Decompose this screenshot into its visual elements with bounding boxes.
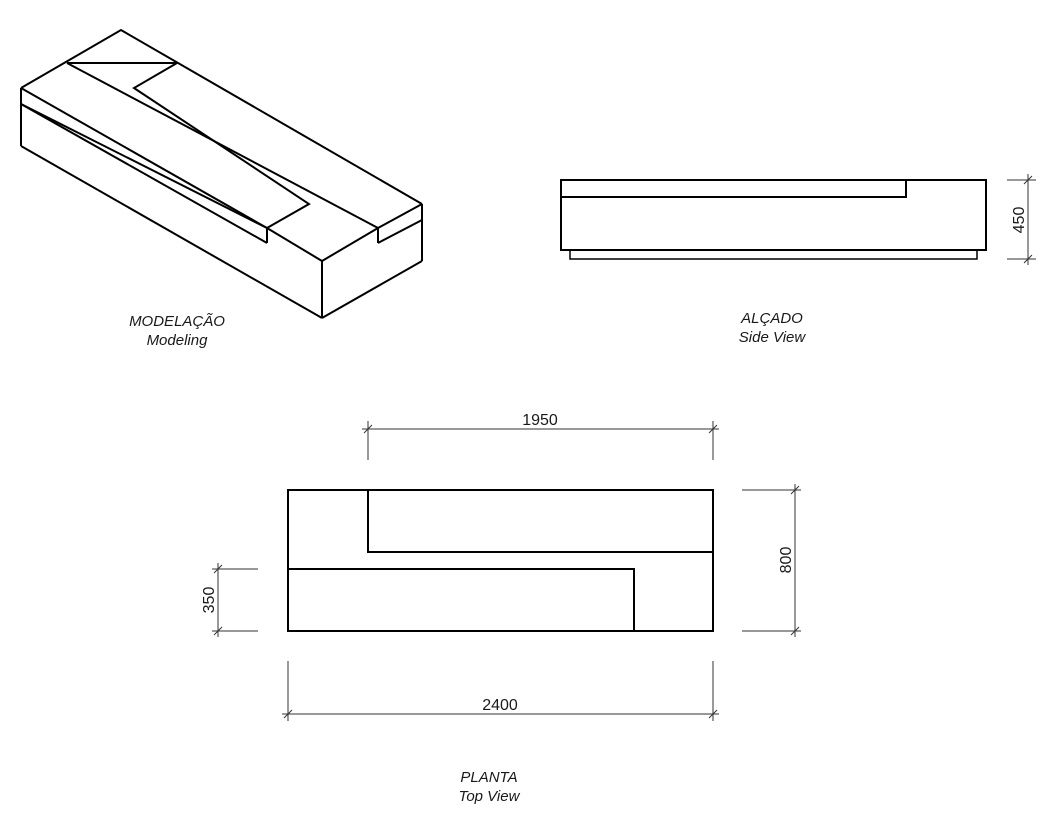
side-height-dimension [1007,174,1036,265]
modeling-title: MODELAÇÃO [129,313,225,330]
top-view-subtitle: Top View [458,788,520,805]
modeling-caption: MODELAÇÃO Modeling [77,312,277,350]
top-seat-depth-label: 350 [201,587,218,614]
top-seat-depth-dimension [212,563,258,637]
side-view-subtitle: Side View [738,329,806,346]
side-view [560,179,987,260]
top-inner-length-dimension [362,421,719,460]
top-total-length-label: 2400 [482,697,518,714]
side-view-title: ALÇADO [741,310,803,327]
side-height-label: 450 [1011,207,1028,234]
side-view-caption: ALÇADO Side View [672,309,872,347]
top-inner-length-label: 1950 [522,412,558,429]
top-view [287,489,714,632]
top-depth-label: 800 [778,547,795,574]
isometric-model [20,28,423,319]
modeling-subtitle: Modeling [146,332,208,349]
top-view-title: PLANTA [460,769,518,786]
top-view-caption: PLANTA Top View [389,768,589,806]
top-total-length-dimension [282,661,719,721]
top-depth-dimension [742,484,801,637]
